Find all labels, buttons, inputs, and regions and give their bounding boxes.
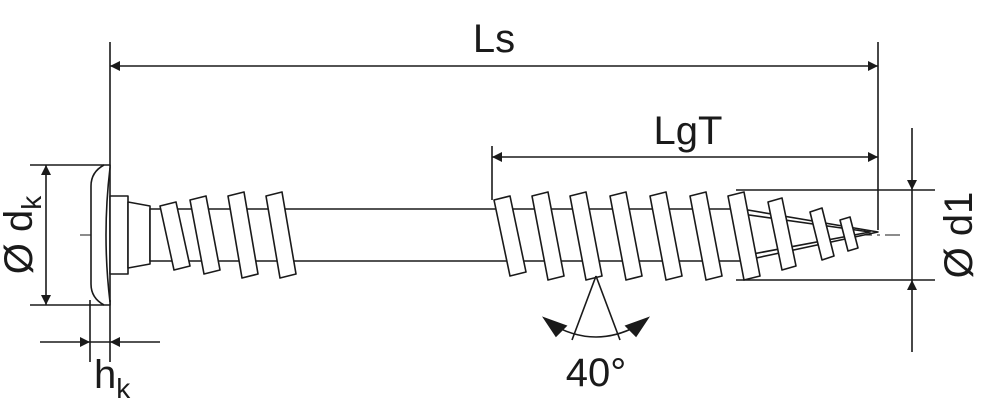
label-hk: hk	[94, 353, 131, 404]
label-d1-text: Ø d1	[937, 192, 981, 279]
angle-arrow-right	[624, 316, 651, 338]
thread-flank	[649, 191, 683, 281]
label-hk-sub: k	[116, 373, 131, 404]
head-thread	[159, 191, 297, 279]
label-lgt: LgT	[654, 109, 723, 153]
svg-text:Ø dk: Ø dk	[0, 195, 47, 274]
thread-flank	[189, 195, 221, 275]
thread-flank	[227, 191, 259, 279]
thread-flank	[727, 191, 761, 281]
screw-head	[90, 164, 111, 306]
label-ls: Ls	[473, 17, 515, 61]
angle-indicator	[541, 275, 651, 341]
thread-flank	[159, 201, 191, 271]
label-dk-main: Ø d	[0, 210, 41, 274]
thread-flank	[689, 191, 723, 281]
angle-arrow-left	[541, 316, 568, 338]
thread-flank	[839, 216, 859, 252]
thread-flank	[609, 191, 643, 281]
thread-flank	[531, 191, 565, 281]
label-dk: Ø dk	[0, 195, 47, 274]
main-thread	[493, 191, 859, 281]
angle-leg-right	[595, 275, 621, 341]
extension-lines	[30, 42, 935, 362]
label-hk-main: h	[94, 353, 116, 397]
thread-flank	[265, 191, 297, 279]
thread-flank	[493, 195, 527, 277]
thread-flank	[767, 197, 797, 271]
thread-flank	[809, 207, 835, 261]
screw	[90, 164, 879, 306]
label-dk-sub: k	[16, 195, 47, 210]
thread-flank	[569, 191, 603, 281]
screw-neck-step	[127, 201, 151, 269]
screw-neck	[109, 195, 129, 275]
label-d1: Ø d1	[937, 192, 981, 279]
label-angle: 40°	[566, 351, 627, 395]
screw-head-curve	[105, 167, 111, 303]
dimension-lines	[40, 61, 917, 352]
angle-leg-left	[571, 275, 597, 341]
